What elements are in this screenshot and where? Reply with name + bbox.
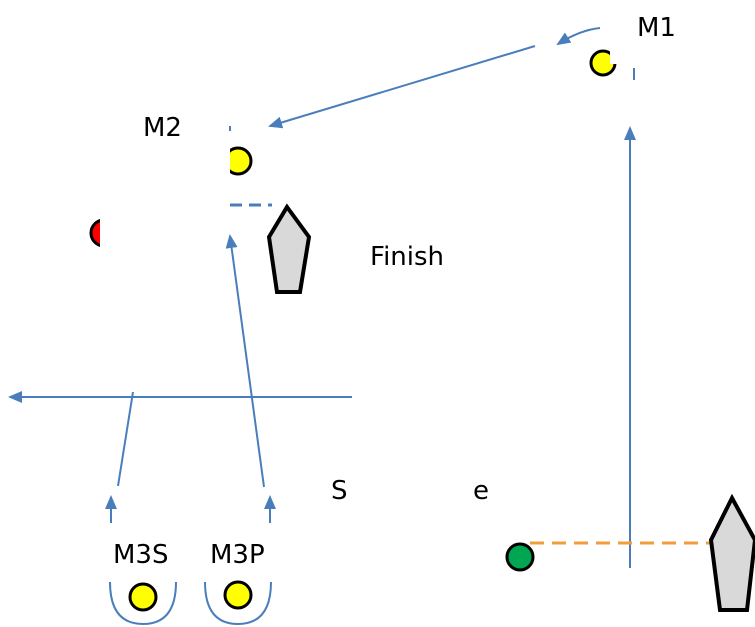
mark-red [89, 215, 124, 251]
label-m3s: M3S [113, 540, 168, 570]
start-committee-boat [708, 493, 755, 612]
label-m3p: M3P [210, 540, 265, 570]
label-m1: M1 [637, 13, 676, 43]
mark-m3p [204, 580, 272, 626]
m1-rounding-arrow [556, 27, 601, 46]
m1-to-m2-arrow [268, 45, 536, 129]
label-finish: Finish [370, 242, 444, 272]
start-pin-mark [505, 542, 535, 572]
m3p-to-finish-arrow [225, 234, 265, 488]
label-start-partial-end: e [473, 476, 489, 506]
m3s-connector [117, 391, 134, 487]
label-m2: M2 [143, 113, 182, 143]
finish-committee-boat [266, 203, 312, 294]
mark-m3s [109, 581, 177, 626]
mark-m2 [216, 145, 253, 177]
label-start-partial: S [331, 476, 348, 506]
mark-m1 [589, 48, 626, 77]
